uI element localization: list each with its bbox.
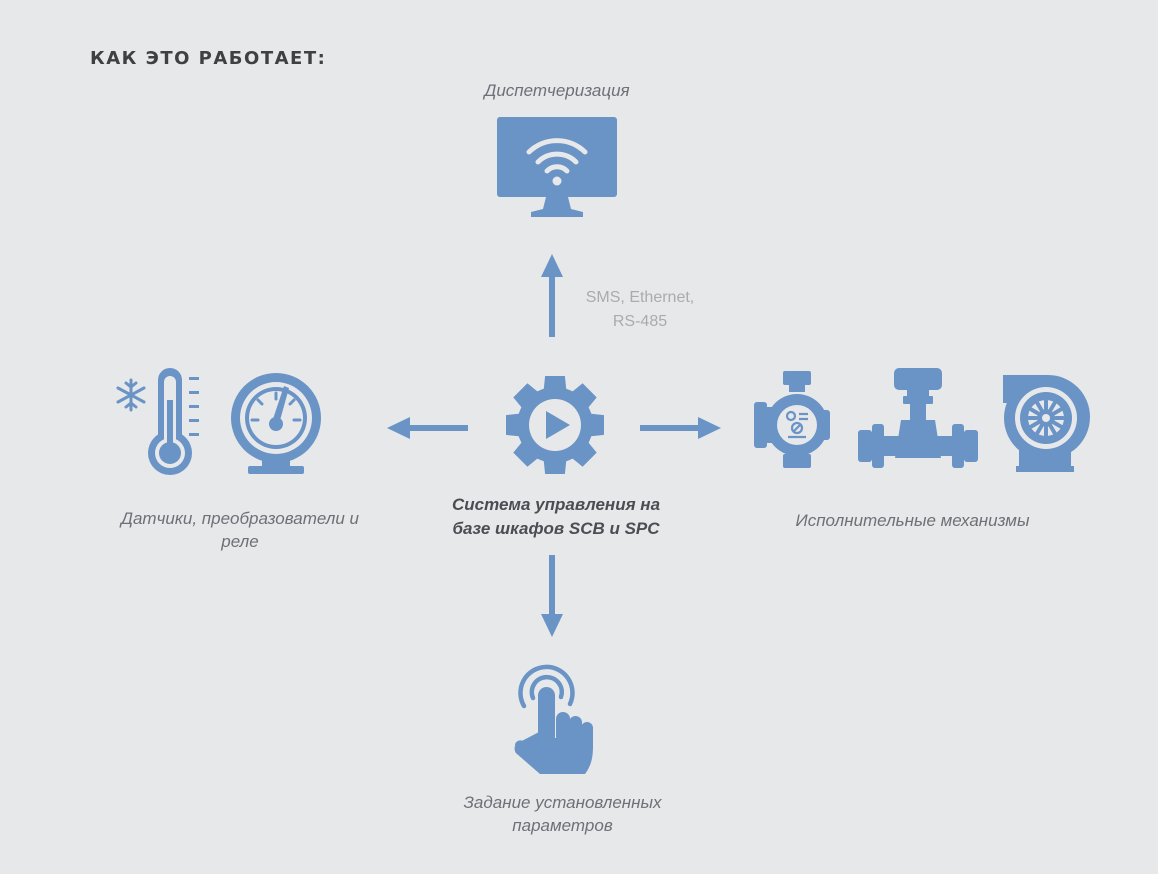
left-label-line-2: реле (221, 532, 259, 551)
fan-blade (1052, 421, 1063, 429)
pressure-gauge-icon (231, 373, 321, 474)
center-label-line-1: Система управления на (451, 495, 661, 514)
bottom-node-label: Задание установленных параметров (420, 791, 705, 837)
fan-blade (1035, 424, 1043, 435)
arrow-right (640, 417, 721, 439)
channel-line-2: RS-485 (612, 313, 668, 330)
arrow-up (541, 254, 563, 337)
left-label-line-1: Датчики, преобразователи и (121, 509, 359, 528)
gear-play-icon (506, 376, 604, 474)
thermometer-snowflake-icon (116, 368, 199, 475)
touch-hand-icon (514, 664, 593, 774)
center-label-line-2: базе шкафов SCB и SPC (452, 519, 660, 538)
fan-blade (1049, 424, 1057, 435)
right-node-label: Исполнительные механизмы (795, 511, 1030, 530)
fan-blade (1049, 401, 1057, 412)
circulation-pump-icon (754, 371, 830, 468)
channel-line-1: SMS, Ethernet, (585, 289, 695, 306)
left-node-label: Датчики, преобразователи и реле (95, 507, 385, 553)
fan-blade (1029, 407, 1040, 415)
arrow-down (541, 555, 563, 637)
fan-blade (1029, 421, 1040, 429)
top-node-label: Диспетчеризация (484, 81, 630, 100)
centrifugal-fan-icon (1003, 375, 1090, 472)
fan-blade (1052, 407, 1063, 415)
monitor-wifi-icon (497, 117, 617, 217)
bottom-label-line-2: параметров (512, 816, 613, 835)
valve-actuator-icon (858, 368, 978, 468)
bottom-label-line-1: Задание установленных (463, 793, 662, 812)
fan-blade (1035, 401, 1043, 412)
center-node-label: Система управления на базе шкафов SCB и … (415, 493, 697, 541)
channel-label: SMS, Ethernet, RS-485 (560, 286, 720, 334)
arrow-left (387, 417, 468, 439)
page-title: КАК ЭТО РАБОТАЕТ: (90, 48, 327, 69)
